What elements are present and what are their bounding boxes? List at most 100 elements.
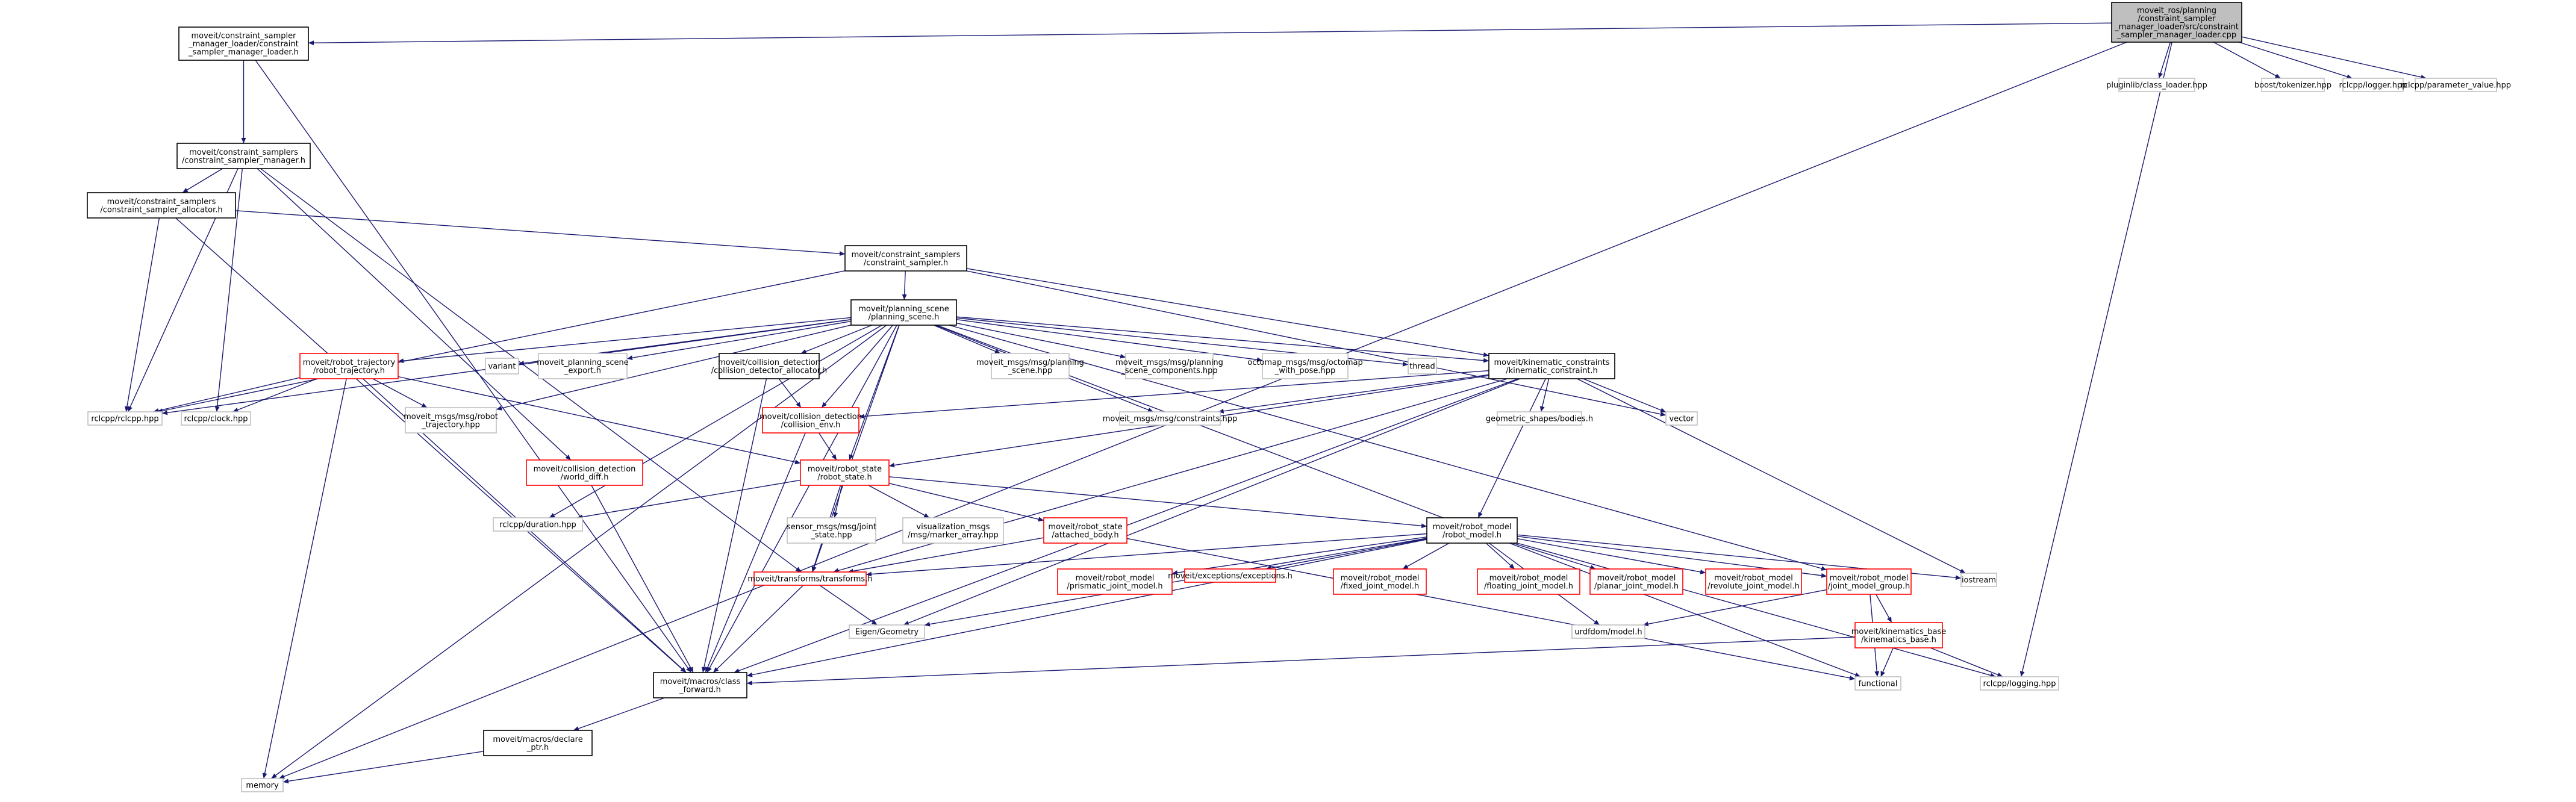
node-fj[interactable]: moveit/robot_model/fixed_joint_model.h xyxy=(1333,568,1427,595)
node-csm[interactable]: moveit/constraint_samplers/constraint_sa… xyxy=(176,143,311,169)
node-msgrt-box[interactable] xyxy=(405,407,497,434)
node-decl[interactable]: moveit/macros/declare_ptr.h xyxy=(483,730,593,756)
node-ab-box[interactable] xyxy=(1043,517,1127,544)
node-flj-box[interactable] xyxy=(1477,568,1580,595)
node-rclcpp-box[interactable] xyxy=(87,411,163,426)
node-csml[interactable]: moveit/constraint_sampler_manager_loader… xyxy=(178,26,309,61)
node-msgps[interactable]: moveit_msgs/msg/planning_scene.hpp xyxy=(976,353,1084,379)
node-variant[interactable]: variant xyxy=(485,358,519,375)
node-vis[interactable]: visualization_msgs/msg/marker_array.hpp xyxy=(902,517,1004,544)
node-vector[interactable]: vector xyxy=(1665,411,1698,426)
node-rm-box[interactable] xyxy=(1426,517,1518,544)
node-dur-box[interactable] xyxy=(493,517,583,532)
node-vector-box[interactable] xyxy=(1665,411,1698,426)
node-clock[interactable]: rclcpp/clock.hpp xyxy=(181,411,251,426)
node-pj-box[interactable] xyxy=(1057,568,1173,595)
node-tf-box[interactable] xyxy=(753,571,867,586)
node-kb[interactable]: moveit/kinematics_base/kinematics_base.h xyxy=(1851,622,1947,648)
node-kc-box[interactable] xyxy=(1488,353,1615,379)
node-eigen[interactable]: Eigen/Geometry xyxy=(849,624,925,639)
node-pluginlib-box[interactable] xyxy=(2118,78,2195,92)
node-ce[interactable]: moveit/collision_detection/collision_env… xyxy=(759,407,862,434)
node-pse[interactable]: moveit_planning_scene_export.h xyxy=(537,353,629,379)
node-root-box[interactable] xyxy=(2111,2,2242,43)
node-functional[interactable]: functional xyxy=(1854,676,1901,691)
node-fj-box[interactable] xyxy=(1333,568,1427,595)
node-cs[interactable]: moveit/constraint_samplers/constraint_sa… xyxy=(844,245,967,272)
node-csa-box[interactable] xyxy=(87,192,236,219)
node-js[interactable]: sensor_msgs/msg/joint_state.hpp xyxy=(787,517,876,544)
node-geom-box[interactable] xyxy=(1497,411,1582,426)
node-csml-box[interactable] xyxy=(178,26,309,61)
node-msgps-box[interactable] xyxy=(991,353,1070,379)
node-rm[interactable]: moveit/robot_model/robot_model.h xyxy=(1426,517,1518,544)
node-js-box[interactable] xyxy=(787,517,876,544)
node-root[interactable]: moveit_ros/planning/constraint_sampler_m… xyxy=(2111,2,2242,43)
node-rj-box[interactable] xyxy=(1705,568,1802,595)
node-kc[interactable]: moveit/kinematic_constraints/kinematic_c… xyxy=(1488,353,1615,379)
node-dur[interactable]: rclcpp/duration.hpp xyxy=(493,517,583,532)
node-iostream[interactable]: iostream xyxy=(1960,573,1997,587)
node-rt[interactable]: moveit/robot_trajectory/robot_trajectory… xyxy=(299,353,399,379)
node-tokenizer[interactable]: boost/tokenizer.hpp xyxy=(2254,78,2331,92)
node-logging-box[interactable] xyxy=(1980,676,2059,691)
node-wd-box[interactable] xyxy=(526,459,643,486)
node-rs-box[interactable] xyxy=(800,459,890,486)
node-clock-box[interactable] xyxy=(181,411,251,426)
node-wd[interactable]: moveit/collision_detection/world_diff.h xyxy=(526,459,643,486)
node-msgrt[interactable]: moveit_msgs/msg/robot_trajectory.hpp xyxy=(404,407,498,434)
node-pj[interactable]: moveit/robot_model/prismatic_joint_model… xyxy=(1057,568,1173,595)
node-eigen-box[interactable] xyxy=(849,624,925,639)
node-vis-box[interactable] xyxy=(902,517,1004,544)
node-msgpsc-box[interactable] xyxy=(1125,353,1214,379)
node-flj[interactable]: moveit/robot_model/floating_joint_model.… xyxy=(1477,568,1580,595)
node-msgpsc[interactable]: moveit_msgs/msg/planning_scene_component… xyxy=(1115,353,1223,379)
node-paramval[interactable]: rclcpp/parameter_value.hpp xyxy=(2401,78,2511,92)
node-cda[interactable]: moveit/collision_detection/collision_det… xyxy=(711,353,828,379)
node-thread[interactable]: thread xyxy=(1408,358,1437,375)
node-ab[interactable]: moveit/robot_state/attached_body.h xyxy=(1043,517,1127,544)
node-cf-box[interactable] xyxy=(653,672,747,698)
node-logger[interactable]: rclcpp/logger.hpp xyxy=(2339,78,2407,92)
node-jmg[interactable]: moveit/robot_model/joint_model_group.h xyxy=(1826,568,1912,595)
node-variant-box[interactable] xyxy=(485,358,519,375)
node-jmg-box[interactable] xyxy=(1826,568,1912,595)
node-memory-box[interactable] xyxy=(241,778,284,792)
node-logger-box[interactable] xyxy=(2342,78,2404,92)
node-exc-box[interactable] xyxy=(1184,568,1276,583)
node-rclcpp[interactable]: rclcpp/rclcpp.hpp xyxy=(87,411,163,426)
node-iostream-box[interactable] xyxy=(1960,573,1997,587)
node-msgcon-box[interactable] xyxy=(1119,411,1221,426)
node-geom[interactable]: geometric_shapes/bodies.h xyxy=(1486,411,1593,426)
node-octomap[interactable]: octomap_msgs/msg/octomap_with_pose.hpp xyxy=(1247,353,1363,379)
node-csa[interactable]: moveit/constraint_samplers/constraint_sa… xyxy=(87,192,236,219)
node-ps[interactable]: moveit/planning_scene/planning_scene.h xyxy=(850,299,957,326)
node-ce-box[interactable] xyxy=(762,407,859,434)
node-tokenizer-box[interactable] xyxy=(2261,78,2325,92)
node-cda-box[interactable] xyxy=(719,353,820,379)
node-pluginlib[interactable]: pluginlib/class_loader.hpp xyxy=(2106,78,2207,92)
node-msgcon[interactable]: moveit_msgs/msg/constraints.hpp xyxy=(1103,411,1238,426)
node-pse-box[interactable] xyxy=(538,353,628,379)
node-tf[interactable]: moveit/transforms/transforms.h xyxy=(747,571,873,586)
node-plj[interactable]: moveit/robot_model/planar_joint_model.h xyxy=(1589,568,1683,595)
node-paramval-box[interactable] xyxy=(2415,78,2497,92)
node-decl-box[interactable] xyxy=(483,730,593,756)
node-thread-box[interactable] xyxy=(1408,358,1437,375)
node-kb-box[interactable] xyxy=(1854,622,1943,648)
node-functional-box[interactable] xyxy=(1854,676,1901,691)
node-csm-box[interactable] xyxy=(176,143,311,169)
node-exc[interactable]: moveit/exceptions/exceptions.h xyxy=(1168,568,1293,583)
node-urdf-box[interactable] xyxy=(1571,624,1645,639)
node-cf[interactable]: moveit/macros/class_forward.h xyxy=(653,672,747,698)
node-rt-box[interactable] xyxy=(299,353,399,379)
node-logging[interactable]: rclcpp/logging.hpp xyxy=(1980,676,2059,691)
node-ps-box[interactable] xyxy=(850,299,957,326)
node-rs[interactable]: moveit/robot_state/robot_state.h xyxy=(800,459,890,486)
node-cs-box[interactable] xyxy=(844,245,967,272)
node-memory[interactable]: memory xyxy=(241,778,284,792)
node-rj[interactable]: moveit/robot_model/revolute_joint_model.… xyxy=(1705,568,1802,595)
node-octomap-box[interactable] xyxy=(1262,353,1349,379)
node-plj-box[interactable] xyxy=(1589,568,1683,595)
node-urdf[interactable]: urdfdom/model.h xyxy=(1571,624,1645,639)
